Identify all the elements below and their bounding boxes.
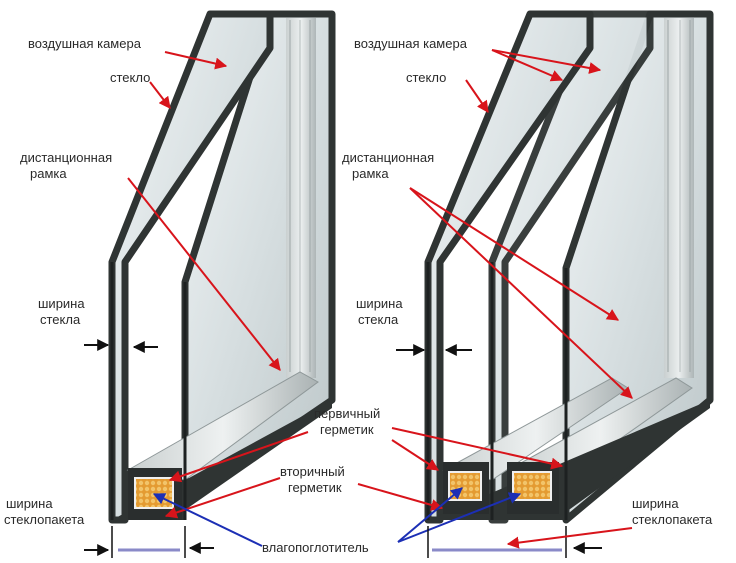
label-secondary-sealant-2: герметик [288,480,342,495]
arrow-right-glass [465,79,489,113]
label-left-glass: стекло [110,70,151,85]
arrow-right-air-chamber-2 [491,49,564,82]
red-pointer-arrows [127,49,633,519]
arrow-desiccant-left [152,493,263,547]
arrow-right-secondary-sealant [357,483,444,511]
right-spacer-vertical [664,18,694,378]
arrow-desiccant-right-2 [397,492,522,543]
glass-width-arrows [84,339,472,356]
label-right-unit-width-1: ширина [632,496,679,511]
label-right-unit-width-2: стеклопакета [632,512,713,527]
arrow-right-primary-sealant-2 [391,427,564,470]
right-desiccant-2 [512,471,552,501]
label-right-air-chamber: воздушная камера [354,36,467,51]
label-left-unit-width-1: ширина [6,496,53,511]
label-primary-sealant-1: первичный [314,406,381,421]
label-right-glass-width-1: ширина [356,296,403,311]
blue-pointer-arrows [152,487,522,547]
label-secondary-sealant-1: вторичный [280,464,345,479]
arrow-left-air-chamber [164,51,228,70]
unit-width-dimensions [84,526,633,558]
left-desiccant [134,477,174,509]
arrow-desiccant-right-1 [397,487,463,543]
arrow-right-primary-sealant-1 [391,439,440,471]
label-desiccant: влагопоглотитель [262,540,369,555]
arrow-left-glass [149,81,171,109]
label-left-unit-width-2: стеклопакета [4,512,85,527]
arrow-right-spacer-2 [409,187,633,399]
label-left-air-chamber: воздушная камера [28,36,141,51]
label-right-spacer-2: рамка [352,166,389,181]
label-left-spacer-1: дистанционная [20,150,113,165]
left-spacer-vertical [286,18,316,378]
label-left-glass-width-2: стекла [40,312,81,327]
label-right-glass-width-2: стекла [358,312,399,327]
arrow-left-primary-sealant [168,431,309,483]
label-right-spacer-1: дистанционная [342,150,435,165]
label-left-spacer-2: рамка [30,166,67,181]
right-glazing-unit [424,10,714,524]
label-left-glass-width-1: ширина [38,296,85,311]
label-primary-sealant-2: герметик [320,422,374,437]
left-glazing-unit [108,10,336,524]
arrow-right-spacer-1 [409,187,620,321]
arrow-right-air-chamber-1 [491,49,602,74]
label-right-glass: стекло [406,70,447,85]
arrow-left-spacer [127,177,281,371]
